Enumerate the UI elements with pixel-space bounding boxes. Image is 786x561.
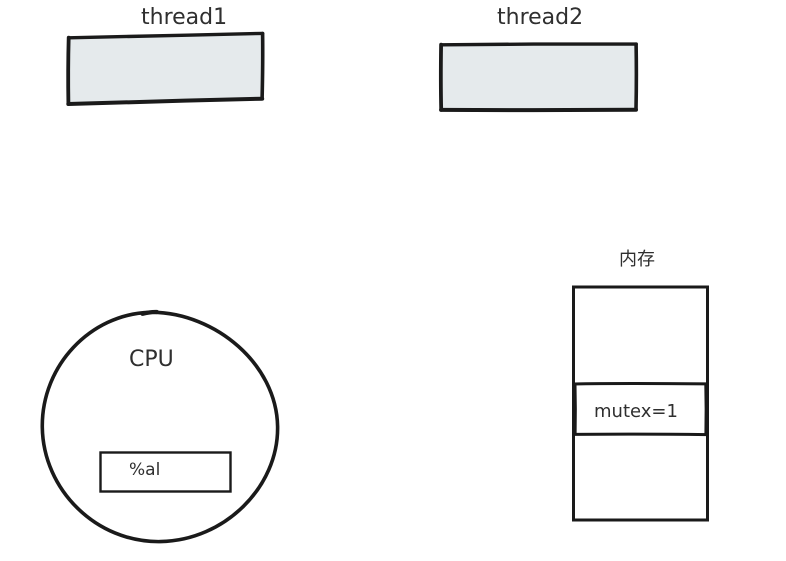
al-register-box[interactable] xyxy=(99,451,232,493)
thread1-box[interactable] xyxy=(66,31,265,106)
al-register-label: %al xyxy=(129,460,161,480)
thread1-box-edge-bottom xyxy=(66,96,265,106)
al-register-box-outline xyxy=(99,451,232,493)
cpu-circle-stroke-overlap xyxy=(140,309,160,316)
thread1-box-fill xyxy=(68,33,263,104)
thread1-box-edge-top xyxy=(67,31,265,40)
thread1-box-edge-left xyxy=(66,35,71,106)
thread1-label: thread1 xyxy=(141,5,228,30)
thread2-box-fill xyxy=(441,44,636,110)
cpu-label: CPU xyxy=(129,347,174,372)
memory-cell-mutex-label: mutex=1 xyxy=(594,401,678,422)
thread2-label: thread2 xyxy=(497,5,584,30)
thread1-box-edge-right xyxy=(260,31,265,101)
memory-label: 内存 xyxy=(619,249,655,270)
thread2-box-edge-top xyxy=(439,42,638,47)
thread2-box[interactable] xyxy=(438,42,639,113)
